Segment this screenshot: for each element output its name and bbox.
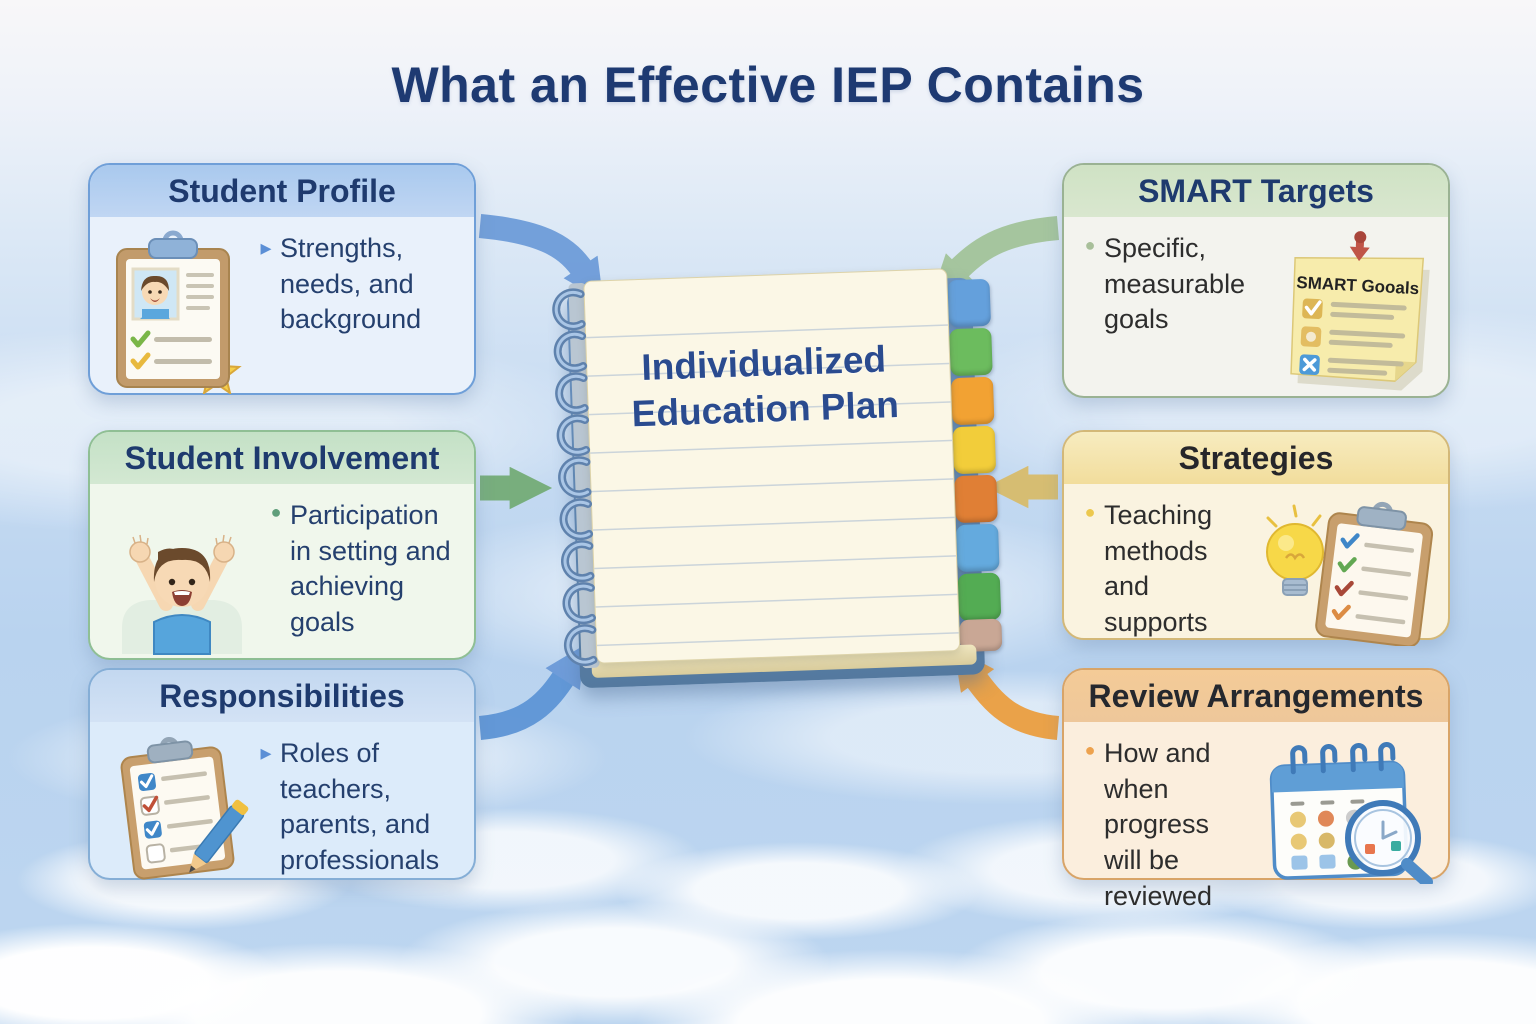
card-smart-targets-body: ● Specific, measurable goals SMART Gooal…: [1064, 217, 1448, 407]
card-student-profile-body: ▸ Strengths, needs, and background: [90, 217, 474, 407]
smart-targets-bullet: ●: [1084, 235, 1096, 255]
card-strategies-body: ● Teaching methods and supports: [1064, 484, 1448, 659]
notebook-tab-5: [954, 474, 998, 524]
spiral-binding-icon: [552, 288, 598, 667]
notebook-paper: [583, 268, 961, 664]
card-responsibilities-title: Responsibilities: [90, 670, 474, 722]
card-strategies: Strategies ● Teaching methods and suppor…: [1062, 430, 1450, 648]
student-involvement-bullet: ●: [270, 502, 282, 522]
card-review-arrangements-title: Review Arrangements: [1064, 670, 1448, 722]
card-student-involvement-title: Student Involvement: [90, 432, 474, 484]
card-review-arrangements-body: ● How and when progress will be reviewed: [1064, 722, 1448, 922]
responsibilities-text: Roles of teachers, parents, and professi…: [280, 738, 440, 875]
notebook-tab-3: [950, 376, 995, 426]
calendar-magnifier-icon: [1255, 734, 1440, 889]
checklist-clipboard-pencil-icon: [102, 734, 252, 889]
review-arrangements-text: How and when progress will be reviewed: [1104, 738, 1213, 911]
card-smart-targets: SMART Targets ● Specific, measurable goa…: [1062, 163, 1450, 398]
lightbulb-clipboard-icon: [1250, 496, 1440, 651]
notebook-tab-1: [947, 278, 992, 328]
iep-notebook: Individualized Education Plan: [538, 268, 1003, 689]
card-responsibilities: Responsibilities: [88, 668, 476, 880]
student-profile-clipboard-icon: [102, 229, 252, 399]
strategies-text: Teaching methods and supports: [1104, 500, 1213, 637]
card-student-involvement: Student Involvement: [88, 430, 476, 660]
student-profile-text: Strengths, needs, and background: [280, 233, 422, 335]
notebook-tab-6: [955, 523, 1000, 573]
smart-targets-text: Specific, measurable goals: [1104, 233, 1246, 335]
review-arrangements-bullet: ●: [1084, 740, 1096, 760]
student-involvement-text: Participation in setting and achieving g…: [290, 500, 451, 637]
card-responsibilities-body: ▸ Roles of teachers, parents, and profes…: [90, 722, 474, 897]
page-title: What an Effective IEP Contains: [391, 57, 1145, 113]
responsibilities-bullet: ▸: [260, 740, 272, 765]
card-review-arrangements: Review Arrangements ● How and when progr…: [1062, 668, 1450, 911]
notebook-tab-4: [952, 425, 997, 475]
card-strategies-title: Strategies: [1064, 432, 1448, 484]
smart-goals-note-icon: SMART Gooals: [1270, 229, 1440, 399]
card-smart-targets-title: SMART Targets: [1064, 165, 1448, 217]
notebook-tab-2: [949, 327, 993, 377]
student-profile-bullet: ▸: [260, 235, 272, 260]
card-student-profile: Student Profile: [88, 163, 476, 396]
notebook-title: Individualized Education Plan: [631, 338, 900, 435]
card-student-involvement-body: ● Participation in setting and achieving…: [90, 484, 474, 669]
strategies-bullet: ●: [1084, 502, 1096, 522]
student-raising-hands-icon: [102, 496, 262, 661]
card-student-profile-title: Student Profile: [90, 165, 474, 217]
notebook-tab-7: [957, 572, 1002, 622]
